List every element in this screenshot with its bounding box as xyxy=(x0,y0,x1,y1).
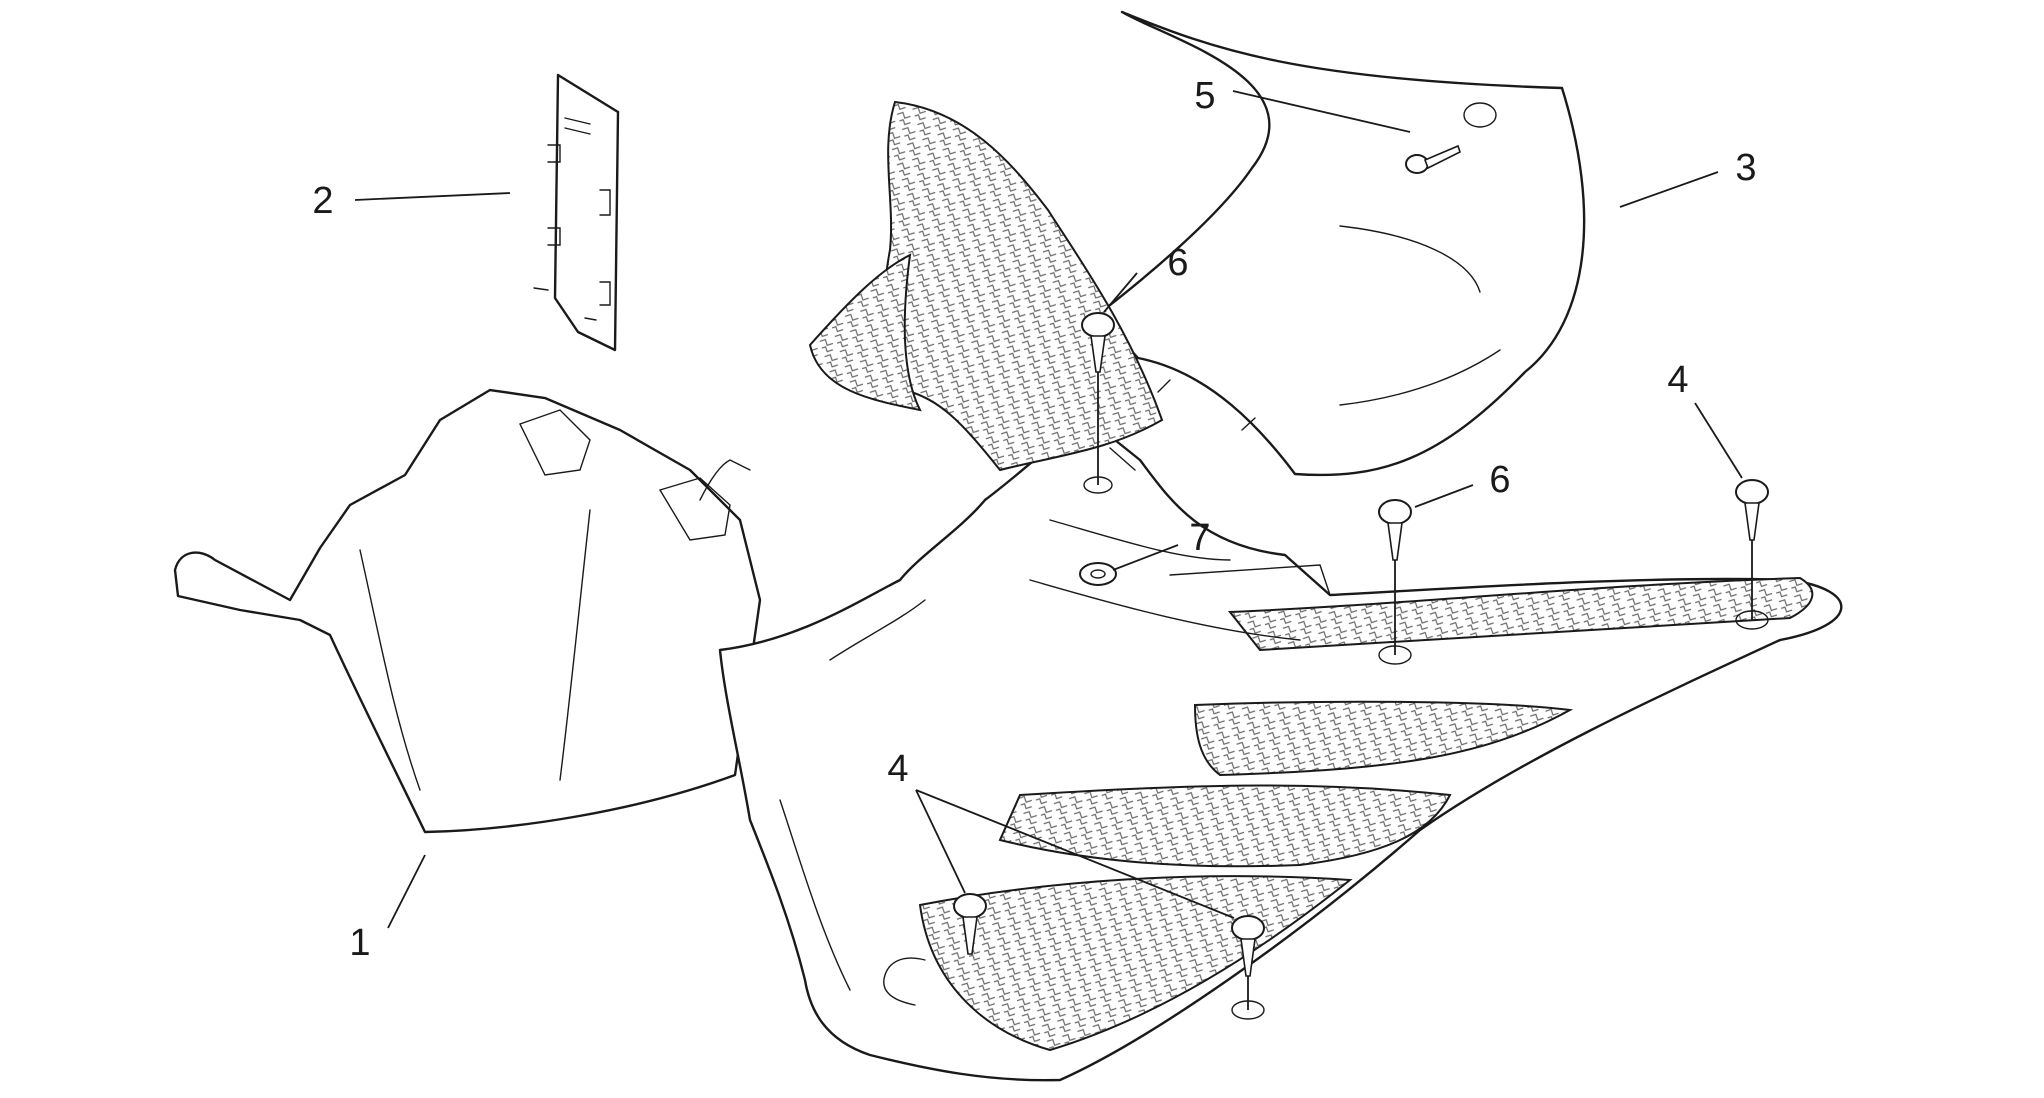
screw-part-4-lower-left xyxy=(953,893,987,955)
screw-part-4-right xyxy=(1735,479,1769,630)
callout-3: 3 xyxy=(1735,147,1756,189)
screw-part-4-lower-center xyxy=(1231,915,1265,1020)
callout-labels: 1 2 3 4 4 5 6 6 7 xyxy=(312,75,1756,964)
callout-6-lower: 6 xyxy=(1489,459,1510,501)
callout-leaders xyxy=(354,90,1743,929)
screw-hardware xyxy=(953,144,1769,1020)
callout-6-upper: 6 xyxy=(1167,242,1188,284)
screw-part-6-lower xyxy=(1378,499,1412,665)
callout-5: 5 xyxy=(1194,75,1215,117)
screw-part-5 xyxy=(1405,144,1461,174)
callout-1: 1 xyxy=(349,922,370,964)
floorboard-part xyxy=(699,100,1843,1082)
back-panel-part xyxy=(1086,10,1586,477)
callout-4-floor-lower: 4 xyxy=(887,748,908,790)
screw-part-6-upper xyxy=(1081,312,1115,494)
callout-7: 7 xyxy=(1189,517,1210,559)
callout-4-floor-right: 4 xyxy=(1667,359,1688,401)
callout-2: 2 xyxy=(312,180,333,222)
front-shield-part xyxy=(173,388,762,834)
washer-part-7 xyxy=(1079,562,1117,586)
small-panel-part xyxy=(533,73,620,352)
